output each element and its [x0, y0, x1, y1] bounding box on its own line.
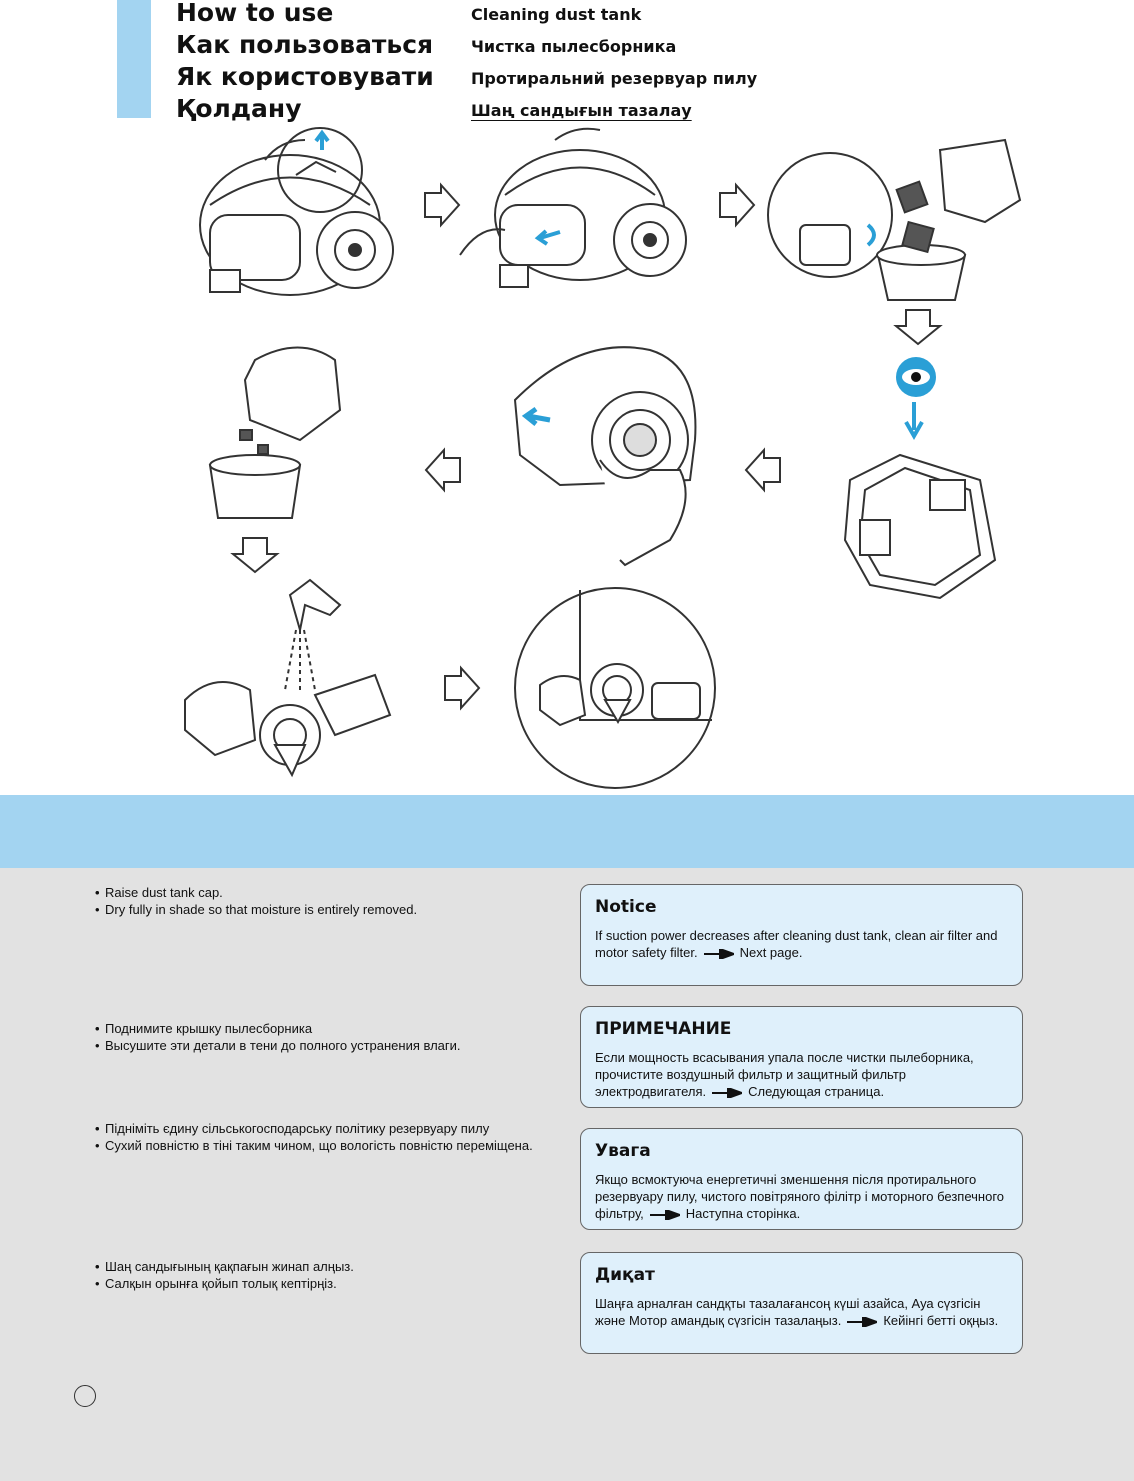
subtitle-kk: Шаң сандығын тазалау [471, 101, 692, 120]
title-ru: Как пользоваться [176, 30, 434, 59]
instruction-illustrations [184, 127, 1022, 789]
step1-vacuum-illustration [199, 127, 394, 296]
notice-text: Якщо всмоктуюча енергетичні зменшення пі… [595, 1172, 1004, 1221]
notice-title: ПРИМЕЧАНИЕ [595, 1019, 732, 1039]
flow-arrow-down-2-icon [232, 537, 278, 573]
step5-pull-arrow-icon [521, 406, 551, 426]
notice-title: Увага [595, 1141, 651, 1161]
step7-rinse-parts-illustration [184, 578, 392, 778]
next-page-link[interactable]: Next page. [739, 945, 803, 960]
flow-arrow-left-1-icon [745, 449, 781, 491]
notice-box-ru: ПРИМЕЧАНИЕ Если мощность всасывания упал… [580, 1006, 1023, 1108]
step3-rotate-arrow-icon [866, 223, 876, 247]
bullets-en: Raise dust tank cap. Dry fully in shade … [95, 884, 565, 918]
next-arrow-icon [847, 1316, 878, 1327]
next-arrow-icon [649, 1209, 680, 1220]
bullet-item: Сухий повністю в тіні таким чином, що во… [95, 1137, 565, 1154]
subtitle-ru: Чистка пылесборника [471, 37, 677, 56]
bullet-item: Высушите эти детали в тени до полного ус… [95, 1037, 565, 1054]
step2-pull-arrow-icon [534, 229, 561, 246]
bullets-uk: Підніміть єдину сільськогосподарську пол… [95, 1120, 565, 1154]
blue-divider-band [0, 795, 1134, 868]
subtitle-uk: Протиральний резервуар пилу [471, 69, 758, 88]
bullet-item: Поднимите крышку пылесборника [95, 1020, 565, 1037]
notice-box-uk: Увага Якщо всмоктуюча енергетичні зменше… [580, 1128, 1023, 1230]
next-page-link[interactable]: Кейінгі бетті оқңыз. [883, 1313, 999, 1328]
step1-up-arrow-icon [314, 129, 330, 150]
header-accent-bar [117, 0, 151, 118]
bullet-item: Шаң сандығының қақпағын жинап алңыз. [95, 1258, 565, 1275]
bullet-item: Салқын орынға қойып толық кептірңіз. [95, 1275, 565, 1292]
flow-arrow-right-3-icon [444, 667, 480, 709]
bullets-ru: Поднимите крышку пылесборника Высушите э… [95, 1020, 565, 1054]
subtitle-en: Cleaning dust tank [471, 5, 642, 24]
step5-remove-filter-illustration [513, 346, 697, 567]
notice-box-en: Notice If suction power decreases after … [580, 884, 1023, 986]
flow-arrow-right-1-icon [424, 184, 460, 226]
inspect-eye-icon [896, 357, 936, 397]
notice-text: Шаңға арналған сандқты тазалағансоң күші… [595, 1296, 999, 1328]
step6-empty-cyclone-illustration [208, 346, 342, 519]
bullet-item: Dry fully in shade so that moisture is e… [95, 901, 565, 918]
step2-vacuum-illustration [459, 127, 687, 288]
notice-text: Если мощность всасывания упала после чис… [595, 1050, 974, 1099]
notice-title: Диқат [595, 1265, 655, 1285]
step4-tank-bottom-illustration [843, 453, 997, 600]
next-arrow-icon [703, 948, 734, 959]
subtitle-block: Cleaning dust tank Чистка пылесборника П… [471, 0, 757, 127]
title-block: How to use Как пользоваться Як користову… [176, 0, 434, 125]
next-page-link[interactable]: Наступна сторінка. [685, 1206, 801, 1221]
page-number-circle [74, 1385, 96, 1407]
notice-text: If suction power decreases after cleanin… [595, 928, 998, 960]
bullets-kk: Шаң сандығының қақпағын жинап алңыз. Сал… [95, 1258, 565, 1292]
step3-empty-tank-illustration [767, 138, 1022, 301]
inspect-down-arrow-icon [904, 402, 924, 441]
title-uk: Як користовувати [176, 62, 434, 91]
title-kk: Қолдану [176, 94, 302, 123]
bullet-item: Raise dust tank cap. [95, 884, 565, 901]
title-en: How to use [176, 0, 334, 27]
flow-arrow-left-2-icon [425, 449, 461, 491]
next-arrow-icon [712, 1087, 743, 1098]
flow-arrow-down-1-icon [895, 309, 941, 345]
notice-title: Notice [595, 897, 657, 917]
notice-box-kk: Диқат Шаңға арналған сандқты тазалағансо… [580, 1252, 1023, 1354]
step8-dry-shade-illustration [514, 587, 716, 789]
next-page-link[interactable]: Следующая страница. [748, 1084, 885, 1099]
bullet-item: Підніміть єдину сільськогосподарську пол… [95, 1120, 565, 1137]
flow-arrow-right-2-icon [719, 184, 755, 226]
